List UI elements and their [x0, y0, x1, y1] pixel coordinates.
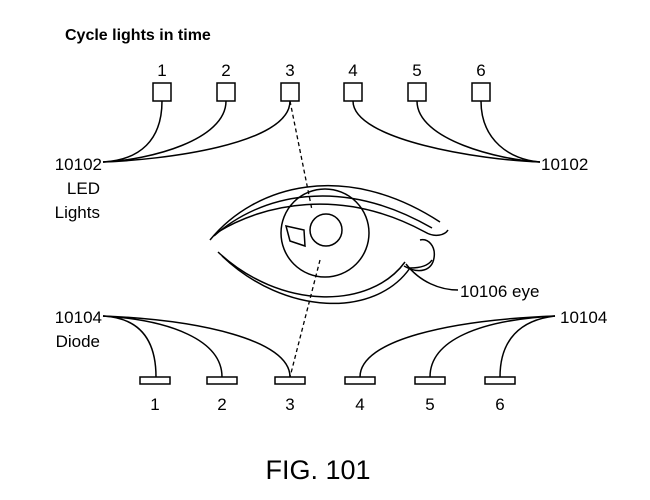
diode-wire-3 — [102, 315, 291, 378]
diode-number-3: 3 — [285, 395, 294, 414]
led-number-5: 5 — [412, 61, 421, 80]
led-light-4 — [343, 82, 363, 102]
led-wire-4 — [352, 100, 541, 163]
diode-6 — [484, 376, 516, 385]
led-name-line2: Lights — [55, 203, 100, 222]
diode-number-4: 4 — [355, 395, 364, 414]
led-wire-2 — [102, 100, 227, 163]
diode-wire-6 — [499, 315, 556, 378]
led-light-6 — [471, 82, 491, 102]
led-ref-right: 10102 — [541, 155, 588, 174]
led-name-line1: LED — [67, 179, 100, 198]
led-wire-6 — [480, 100, 541, 163]
led-wire-5 — [416, 100, 541, 163]
diode-5 — [414, 376, 446, 385]
eye-ref-label: 10106 eye — [460, 282, 539, 301]
diode-wire-2 — [102, 315, 223, 378]
led-number-6: 6 — [476, 61, 485, 80]
diode-name: Diode — [56, 332, 100, 351]
diode-2 — [206, 376, 238, 385]
diode-number-5: 5 — [425, 395, 434, 414]
light-path-diode-3 — [289, 259, 321, 378]
diode-wire-5 — [429, 315, 556, 378]
led-light-3 — [280, 82, 300, 102]
led-number-1: 1 — [157, 61, 166, 80]
diode-wire-1 — [102, 315, 157, 378]
led-number-2: 2 — [221, 61, 230, 80]
diode-number-2: 2 — [217, 395, 226, 414]
diode-number-6: 6 — [495, 395, 504, 414]
led-wire-1 — [102, 100, 163, 163]
led-light-5 — [407, 82, 427, 102]
led-light-2 — [216, 82, 236, 102]
diode-number-1: 1 — [150, 395, 159, 414]
diode-wire-4 — [359, 315, 556, 378]
diode-ref-right: 10104 — [560, 308, 607, 327]
led-number-3: 3 — [285, 61, 294, 80]
led-light-1 — [152, 82, 172, 102]
light-path-led-3 — [289, 100, 313, 211]
diode-4 — [344, 376, 376, 385]
led-wire-3 — [102, 100, 291, 163]
led-number-4: 4 — [348, 61, 357, 80]
diode-3 — [274, 376, 306, 385]
eye-icon — [209, 184, 459, 305]
diode-ref-left: 10104 — [55, 308, 102, 327]
figure-caption: FIG. 101 — [265, 455, 370, 485]
led-ref-left: 10102 — [55, 155, 102, 174]
diagram-title: Cycle lights in time — [65, 27, 211, 44]
diode-1 — [139, 376, 171, 385]
